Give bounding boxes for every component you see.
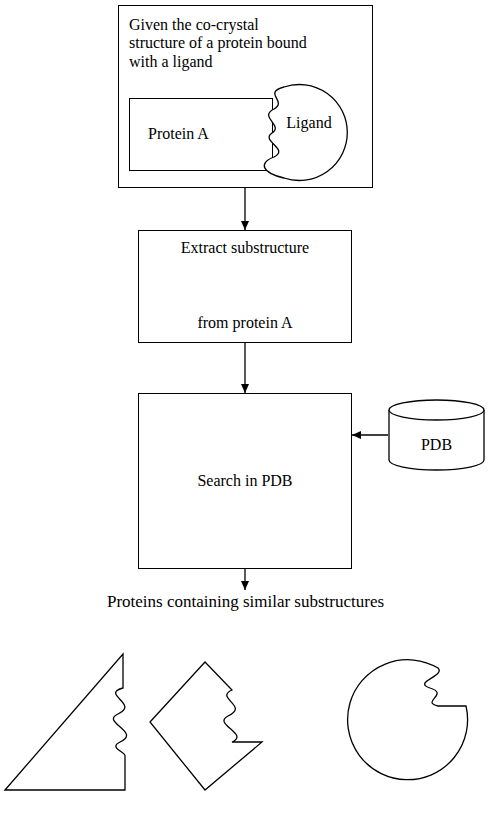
node-text: from protein A xyxy=(197,314,292,332)
ligand-blob: Ligand xyxy=(254,81,348,184)
input-box: Given the co-crystal structure of a prot… xyxy=(118,5,373,188)
flow-arrow xyxy=(352,434,388,435)
node-text: Given the co-crystal structure of a prot… xyxy=(129,16,309,71)
flow-arrow xyxy=(244,188,245,230)
node-text: Search in PDB xyxy=(197,472,292,490)
diamond-protein xyxy=(150,662,262,790)
process-box: Search in PDB xyxy=(138,393,352,569)
pacman-protein xyxy=(348,660,468,780)
result-arrow xyxy=(244,569,245,590)
database-cylinder: PDB xyxy=(388,398,485,472)
flow-arrow xyxy=(244,343,245,393)
result-caption: Proteins containing similar substructure… xyxy=(0,592,491,612)
protein-box: Protein A xyxy=(129,98,273,171)
node-text: PDB xyxy=(421,436,452,454)
ligand-outline xyxy=(254,81,348,184)
process-box: Extract substructure from protein A xyxy=(138,230,352,343)
node-text: Ligand xyxy=(286,114,331,132)
triangle-protein xyxy=(5,654,127,790)
cylinder-outline xyxy=(388,398,485,472)
node-text: Protein A xyxy=(148,125,209,143)
node-text: Extract substructure xyxy=(181,239,309,257)
